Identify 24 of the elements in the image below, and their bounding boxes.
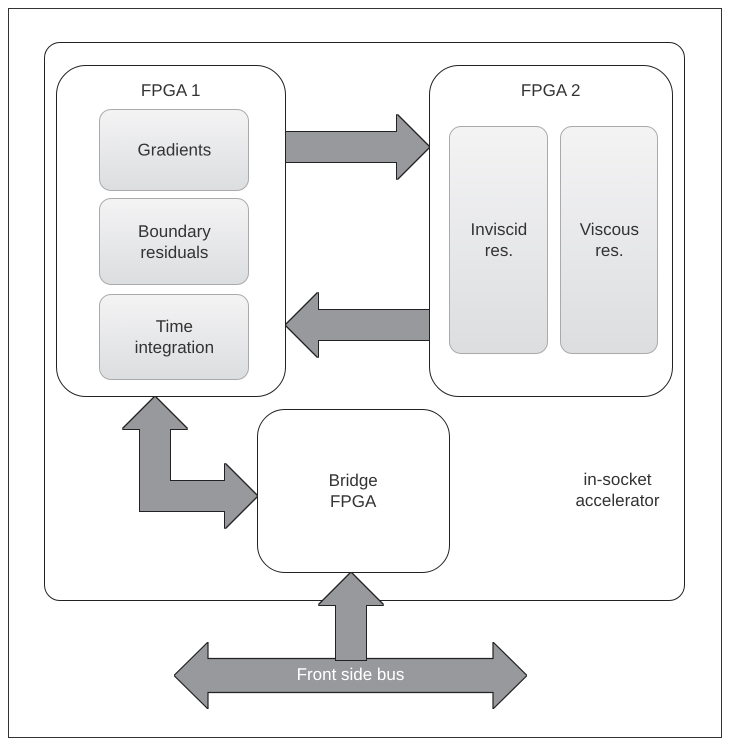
block-arrow (319, 573, 383, 660)
module-label: Inviscid res. (470, 219, 528, 262)
accelerator-box (44, 42, 685, 601)
module-box (99, 198, 250, 286)
module-box (560, 126, 658, 354)
module-label: Boundary residuals (136, 220, 212, 263)
bus-label: Front side bus (296, 664, 404, 685)
module-box (449, 126, 548, 354)
fpga-box (56, 64, 286, 397)
module-label: Viscous res. (578, 219, 640, 262)
box-title: FPGA 2 (520, 80, 580, 101)
box-title: FPGA 1 (140, 80, 200, 101)
box-title: Bridge FPGA (328, 470, 379, 512)
block-arrow (286, 115, 429, 179)
bridge-box (256, 408, 450, 573)
module-box (99, 294, 250, 380)
bus-arrow (174, 642, 527, 709)
block-arrow (286, 293, 429, 357)
fpga-box (428, 64, 673, 397)
block-arrow (123, 397, 257, 528)
module-box (99, 109, 250, 192)
box-title: in-socket accelerator (574, 469, 661, 511)
module-label: Time integration (134, 316, 216, 358)
module-label: Gradients (138, 140, 212, 161)
